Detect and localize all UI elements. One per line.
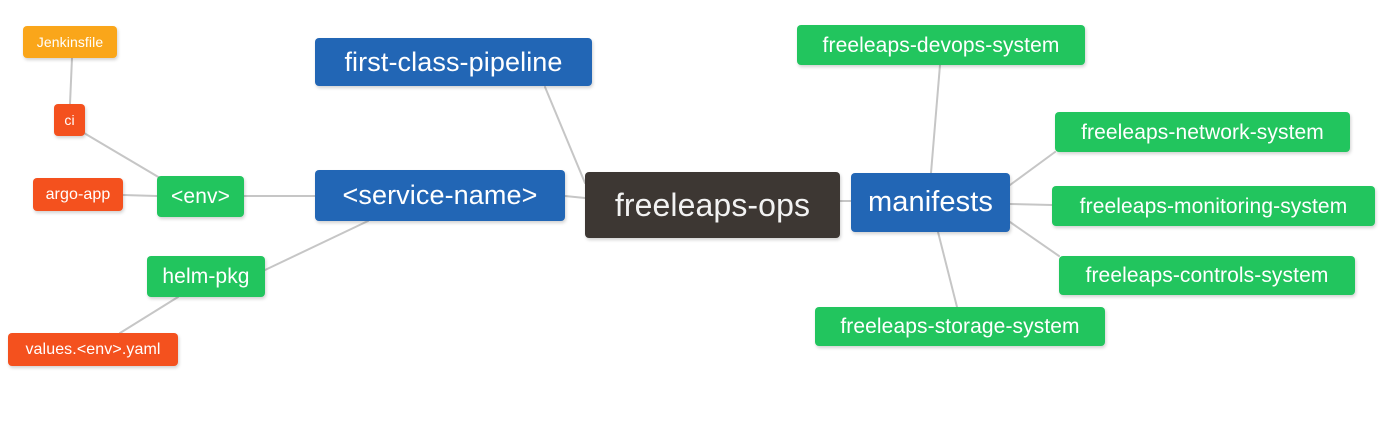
edge-jenkinsfile-ci	[69, 57, 73, 105]
node-argo-app[interactable]: argo-app	[33, 178, 123, 211]
node-service-name[interactable]: <service-name>	[315, 170, 565, 221]
node-label-freeleaps-ops: freeleaps-ops	[614, 187, 811, 223]
node-label-freeleaps-network-system: freeleaps-network-system	[1081, 120, 1324, 144]
edge-first-class-pipeline-ops	[544, 86, 586, 184]
node-ci[interactable]: ci	[54, 104, 85, 136]
node-label-freeleaps-devops-system: freeleaps-devops-system	[822, 33, 1060, 57]
edge-devops-manifests	[930, 64, 941, 174]
node-helm-pkg[interactable]: helm-pkg	[147, 256, 265, 297]
node-label-service-name: <service-name>	[342, 180, 538, 210]
edge-ci-env	[83, 132, 161, 179]
node-label-argo-app: argo-app	[45, 185, 111, 203]
edge-manifests-network	[1009, 151, 1056, 186]
node-label-helm-pkg: helm-pkg	[162, 265, 250, 288]
edge-manifests-storage	[937, 231, 958, 308]
node-freeleaps-ops[interactable]: freeleaps-ops	[585, 172, 840, 238]
node-freeleaps-devops-system[interactable]: freeleaps-devops-system	[797, 25, 1085, 65]
node-env[interactable]: <env>	[157, 176, 244, 217]
node-label-first-class-pipeline: first-class-pipeline	[344, 46, 563, 77]
edge-service-name-helm-pkg	[264, 220, 369, 271]
node-label-jenkinsfile: Jenkinsfile	[36, 34, 104, 50]
node-jenkinsfile[interactable]: Jenkinsfile	[23, 26, 117, 58]
node-label-ci: ci	[64, 112, 75, 128]
node-label-manifests: manifests	[868, 186, 993, 218]
node-manifests[interactable]: manifests	[851, 173, 1010, 232]
edge-manifests-monitoring	[1009, 203, 1053, 206]
edge-service-name-ops	[564, 195, 586, 199]
node-label-freeleaps-storage-system: freeleaps-storage-system	[840, 315, 1080, 338]
node-values-yaml[interactable]: values.<env>.yaml	[8, 333, 178, 366]
edge-manifests-controls	[1009, 221, 1060, 257]
node-label-values-yaml: values.<env>.yaml	[25, 340, 161, 358]
edge-helm-pkg-values-yaml	[119, 296, 179, 334]
node-freeleaps-network-system[interactable]: freeleaps-network-system	[1055, 112, 1350, 152]
node-freeleaps-storage-system[interactable]: freeleaps-storage-system	[815, 307, 1105, 346]
node-label-env: <env>	[171, 185, 230, 208]
node-label-freeleaps-controls-system: freeleaps-controls-system	[1085, 264, 1329, 287]
node-label-freeleaps-monitoring-system: freeleaps-monitoring-system	[1079, 194, 1348, 218]
node-first-class-pipeline[interactable]: first-class-pipeline	[315, 38, 592, 86]
edge-argo-app-env	[122, 194, 158, 197]
node-freeleaps-monitoring-system[interactable]: freeleaps-monitoring-system	[1052, 186, 1375, 226]
node-freeleaps-controls-system[interactable]: freeleaps-controls-system	[1059, 256, 1355, 295]
